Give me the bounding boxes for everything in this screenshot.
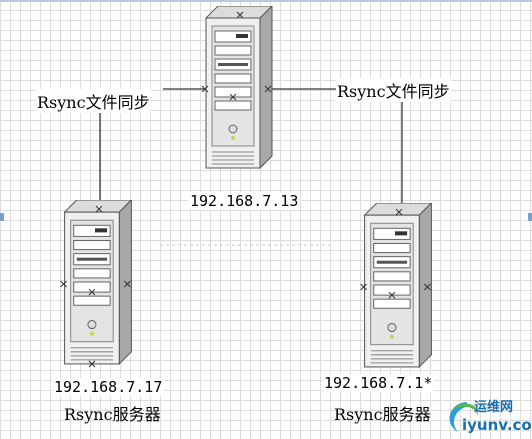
- ip-center: 192.168.7.13: [188, 192, 301, 210]
- ip-left: 192.168.7.17: [52, 378, 165, 396]
- server-left[interactable]: [58, 200, 138, 368]
- edge-label-left[interactable]: Rsync文件同步: [36, 89, 151, 113]
- watermark-en: iyunv.com: [462, 416, 532, 434]
- watermark-logo: 运维网 iyunv.com: [440, 394, 532, 439]
- right-handle: [528, 213, 532, 221]
- watermark-cn: 运维网: [474, 400, 514, 415]
- watermark-swirl-icon: [449, 402, 479, 432]
- caption-right: Rsync服务器: [334, 405, 431, 424]
- ip-right: 192.168.7.1*: [322, 374, 435, 392]
- caption-left: Rsync服务器: [64, 405, 161, 424]
- server-right[interactable]: [358, 203, 438, 371]
- top-edge: [0, 0, 532, 2]
- edge-label-right[interactable]: Rsync文件同步: [336, 78, 451, 102]
- left-handle: [0, 213, 4, 221]
- server-center[interactable]: [200, 6, 278, 172]
